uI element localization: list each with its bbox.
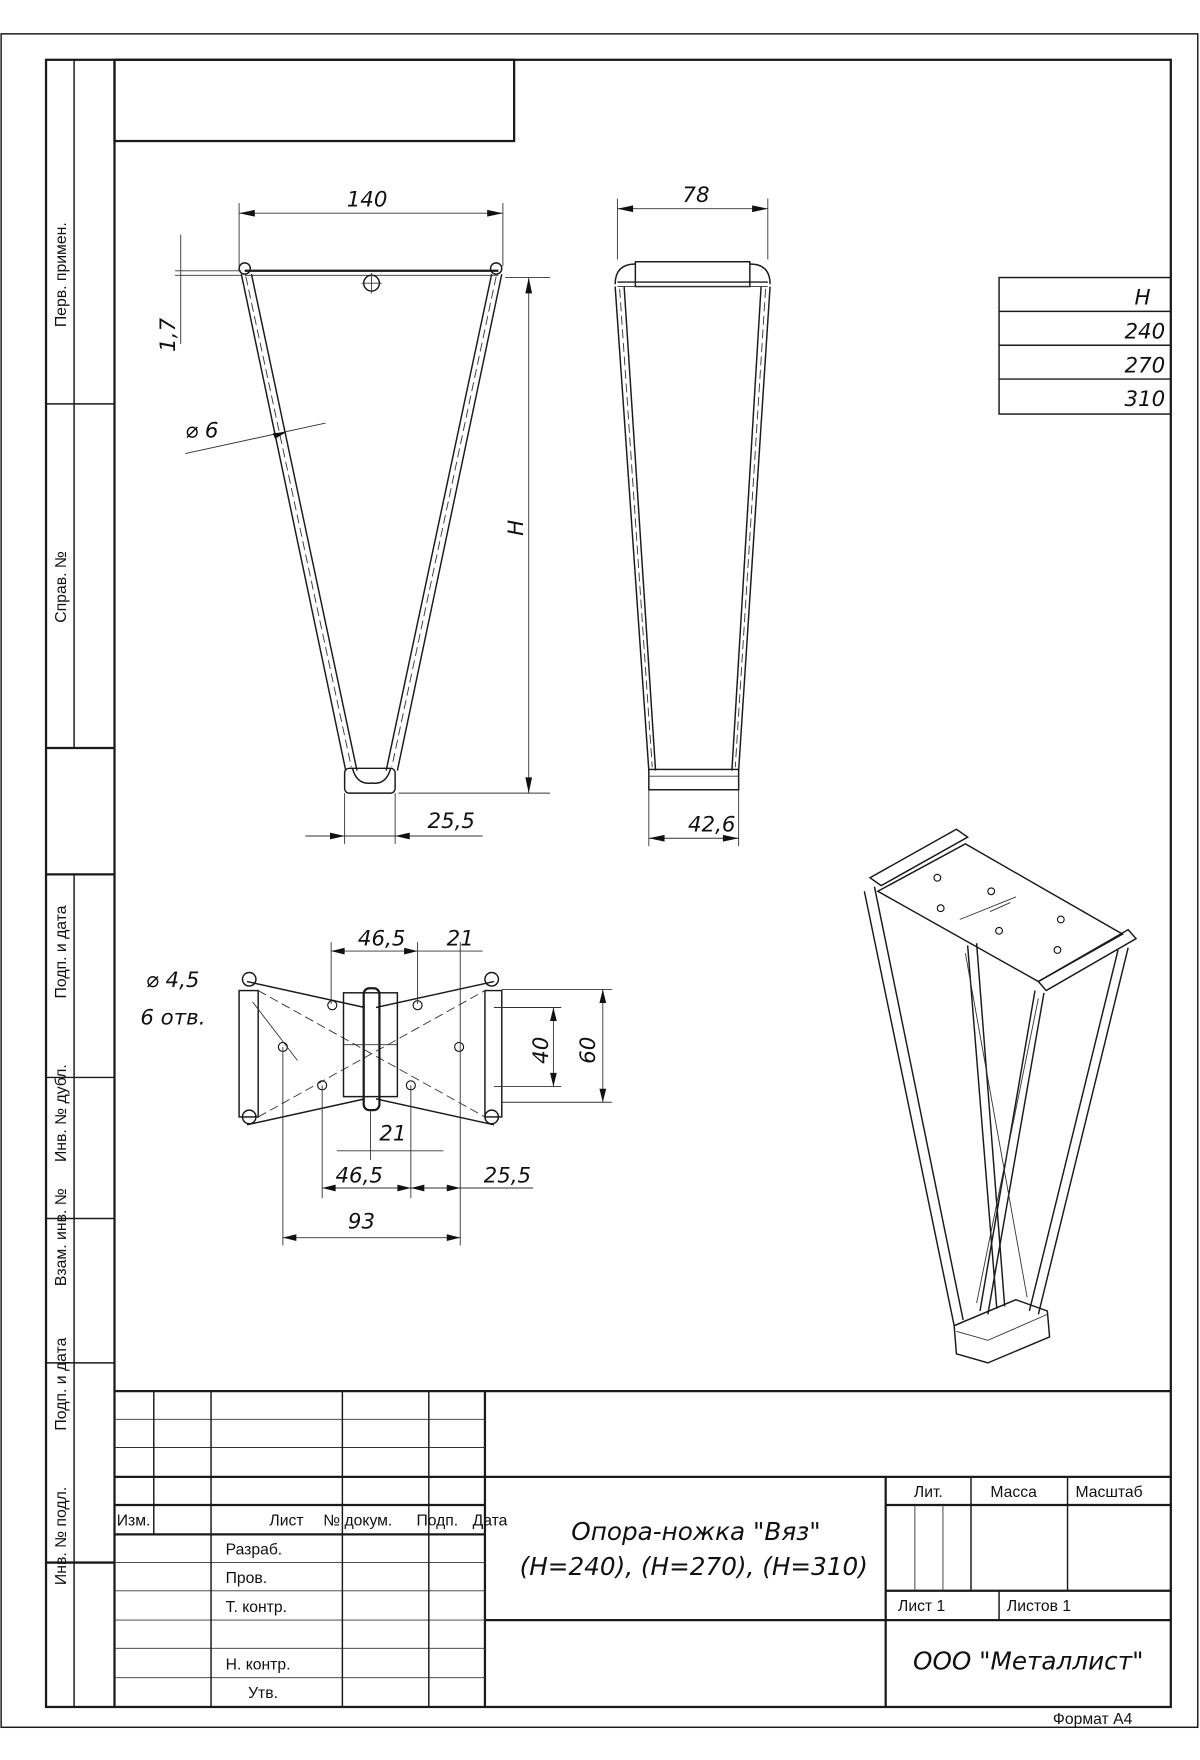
- header-data: Дата: [473, 1512, 508, 1529]
- h-table-header: H: [1135, 286, 1151, 311]
- dim-40: 40: [529, 1037, 554, 1064]
- dim-46-5-bottom: 46,5: [335, 1163, 382, 1188]
- label-inv-podl: Инв. № подл.: [53, 1487, 70, 1585]
- h-table-value: 270: [1124, 353, 1165, 378]
- drawing-title: Опора-ножка "Вяз": [571, 1517, 820, 1546]
- row-t-kontr: Т. контр.: [226, 1599, 287, 1616]
- label-inv-dubl: Инв. № дубл.: [53, 1064, 70, 1162]
- dim-60: 60: [576, 1037, 601, 1064]
- top-stamp-box: [113, 58, 516, 143]
- label-sprav-no: Справ. №: [53, 551, 70, 623]
- dim-hole-count: 6 отв.: [140, 1005, 205, 1030]
- label-perv-primen: Перв. примен.: [53, 222, 70, 327]
- dim-21-bottom: 21: [379, 1122, 406, 1147]
- drawing-subtitle: (H=240), (H=270), (H=310): [520, 1552, 868, 1581]
- header-podp: Подп.: [416, 1512, 458, 1529]
- header-masshtab: Масштаб: [1075, 1484, 1142, 1501]
- front-view: 140 1,7 ⌀ 6 H 25,5: [156, 187, 551, 844]
- h-table: H 240 270 310: [998, 276, 1172, 415]
- side-strip: Перв. примен. Справ. № Подп. и дата Инв.…: [46, 59, 116, 1707]
- label-podp-data-2: Подп. и дата: [53, 1337, 70, 1430]
- dim-78: 78: [682, 183, 709, 208]
- dim-140: 140: [347, 187, 388, 212]
- outer-border: [0, 33, 1199, 1729]
- dim-25-5: 25,5: [428, 809, 475, 834]
- side-view: 78 42,6: [614, 183, 771, 847]
- dim-1-7: 1,7: [156, 318, 181, 352]
- dim-rod-diameter: ⌀ 6: [185, 419, 218, 444]
- dim-25-5-bottom: 25,5: [484, 1163, 531, 1188]
- h-table-value: 240: [1124, 319, 1165, 344]
- dim-93: 93: [348, 1210, 375, 1235]
- dim-21-top: 21: [447, 926, 474, 951]
- dim-42-6: 42,6: [688, 812, 735, 837]
- row-prov: Пров.: [226, 1570, 267, 1587]
- row-n-kontr: Н. контр.: [226, 1657, 291, 1674]
- isometric-view: [863, 828, 1138, 1364]
- plan-view: 46,5 21 ⌀ 4,5 6 отв. 40 60 21 46,5 25,5 …: [140, 926, 612, 1246]
- company-name: ООО "Металлист": [913, 1647, 1143, 1676]
- row-utv: Утв.: [248, 1685, 278, 1702]
- dim-h: H: [504, 520, 529, 536]
- inner-frame: [44, 58, 1172, 1709]
- dim-46-5-top: 46,5: [358, 926, 405, 951]
- row-razrab: Разраб.: [226, 1542, 283, 1559]
- label-vzam-inv: Взам. инв. №: [53, 1188, 70, 1286]
- header-list: Лист: [269, 1512, 303, 1529]
- sheet-count: Листов 1: [1007, 1598, 1071, 1615]
- format-label: Формат А4: [1053, 1711, 1133, 1728]
- header-dokum: № докум.: [323, 1512, 392, 1529]
- label-podp-data-1: Подп. и дата: [53, 905, 70, 998]
- header-lit: Лит.: [914, 1484, 943, 1501]
- header-massa: Масса: [990, 1484, 1037, 1501]
- header-izm: Изм.: [117, 1512, 151, 1529]
- sheet-number: Лист 1: [898, 1598, 945, 1615]
- h-table-value: 310: [1124, 387, 1165, 412]
- dim-hole-diameter: ⌀ 4,5: [146, 968, 200, 993]
- title-block: Изм. Лист № докум. Подп. Дата Разраб. Пр…: [114, 1389, 1171, 1707]
